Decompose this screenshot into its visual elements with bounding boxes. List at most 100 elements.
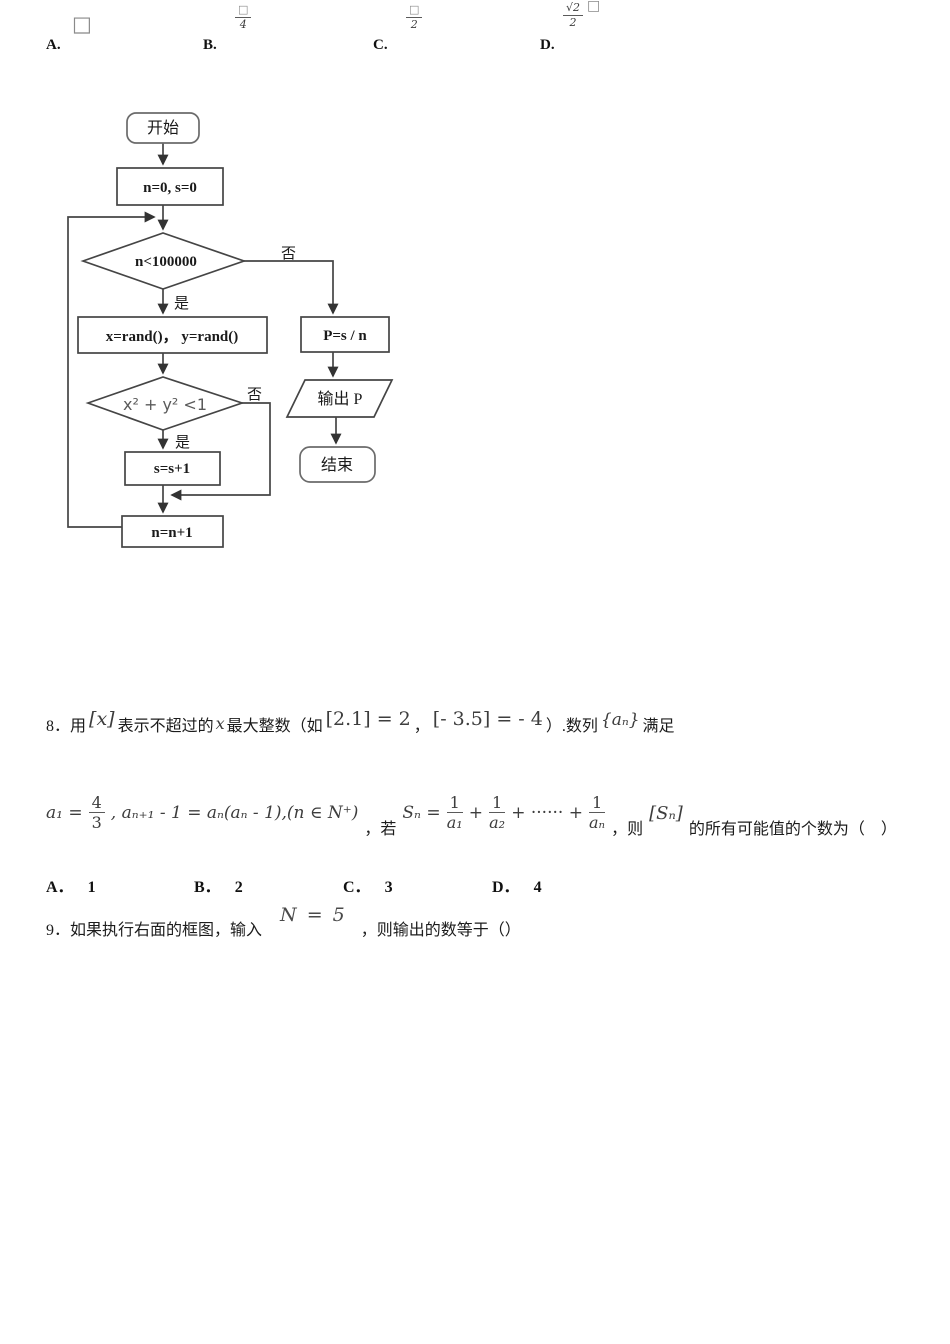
fraction-pi-over-2: □ 2 [406, 3, 423, 32]
numerator: 1 [446, 793, 463, 814]
missing-glyph-pi: □ [235, 3, 252, 19]
question-9-stem: 9．如果执行右面的框图，输入 N = 5 ，则输出的数等于（） [46, 904, 521, 940]
output-label: 输出 P [318, 390, 363, 408]
math-plus-dots: + ······ + [511, 803, 583, 823]
option-d: D． 4 [492, 873, 542, 897]
text-question: 的所有可能值的个数为（ ） [688, 821, 897, 838]
math-plus: + [468, 803, 484, 823]
decision1-node [80, 232, 247, 290]
options-row-pi: A. □ B. □ 4 C. □ 2 D. √2 2 □ [0, 0, 950, 56]
p-calc-label: P=s / n [323, 328, 367, 344]
missing-glyph-pi: □ [587, 0, 601, 14]
math-floor-sn: [Sₙ] [649, 802, 683, 824]
end-label: 结束 [321, 456, 353, 474]
option-a-label: A． [46, 879, 74, 896]
option-c-label: C． [343, 879, 371, 896]
text-if: ，若 [364, 821, 397, 838]
fraction-pi-over-4: □ 4 [235, 3, 252, 32]
option-a-value: 1 [87, 879, 96, 896]
option-a: A. □ [46, 0, 186, 54]
numerator: 1 [489, 793, 506, 814]
fraction-sqrt2-over-2: √2 2 □ [563, 0, 601, 30]
no-label-1: 否 [281, 246, 296, 262]
option-d-value: 4 [533, 879, 542, 896]
start-node [126, 112, 200, 144]
option-c: C. □ 2 [373, 0, 513, 54]
denominator: aₙ [589, 813, 606, 833]
math-floor-example-1: [2.1] = 2 [325, 708, 411, 730]
denominator: 2 [569, 16, 577, 30]
text-run: ， [413, 718, 430, 735]
yes-label-1: 是 [174, 296, 189, 312]
option-b-label: B． [194, 879, 221, 896]
text-run: 最大整数（如 [226, 718, 323, 735]
edge-loop-back [67, 211, 156, 528]
p-calc-node [300, 316, 390, 353]
option-a: A． 1 [46, 873, 96, 897]
text-run: 满足 [642, 718, 675, 735]
missing-glyph-pi: □ [406, 3, 423, 19]
question-8-number: 8． [46, 718, 71, 735]
question-8-options: A． 1 B． 2 C． 3 D． 4 [0, 873, 950, 897]
option-c: C． 3 [343, 873, 393, 897]
math-floor-x: [x] [89, 708, 115, 730]
start-label: 开始 [147, 119, 179, 137]
denominator: a₁ [446, 813, 463, 833]
math-sequence-an: {aₙ} [600, 710, 640, 730]
init-label: n=0, s=0 [143, 180, 197, 196]
option-b: B. □ 4 [203, 0, 343, 54]
text-run: ，则输出的数等于（） [360, 922, 521, 939]
text-run: ）.数列 [545, 718, 598, 735]
s-step-label: s=s+1 [154, 461, 190, 477]
rand-label: x=rand()， y=rand() [106, 329, 239, 345]
denominator: 2 [410, 18, 418, 32]
text-run: 如果执行右面的框图，输入 [70, 922, 263, 939]
denominator: a₂ [489, 813, 506, 833]
math-n-equals-5: N = 5 [280, 904, 347, 926]
n-step-label: n=n+1 [151, 525, 192, 541]
denominator: 4 [239, 18, 247, 32]
math-recurrence: , aₙ₊₁ - 1 = aₙ(aₙ - 1),(n ∈ N⁺) [110, 803, 359, 823]
init-node [116, 167, 224, 206]
question-9-number: 9． [46, 922, 71, 939]
numerator: 4 [88, 793, 105, 814]
math-sn-equals: Sₙ = [402, 803, 441, 823]
rand-node [77, 316, 268, 354]
option-a-label: A. [46, 37, 61, 53]
numerator: 1 [588, 793, 606, 814]
s-step-node [124, 451, 221, 486]
edge-cond2-no [170, 402, 271, 501]
option-c-label: C. [373, 37, 388, 53]
numerator-sqrt2: √2 [563, 1, 584, 17]
decision2-node [85, 376, 245, 431]
option-d: D. √2 2 □ [540, 0, 700, 54]
option-b-value: 2 [234, 879, 243, 896]
yes-label-2: 是 [175, 435, 190, 451]
edge-cond1-no [244, 260, 339, 315]
fraction: √2 2 [563, 1, 584, 30]
text-run: 表示不超过的 [117, 718, 214, 735]
math-var-x: x [215, 714, 225, 733]
option-d-label: D. [540, 37, 555, 53]
missing-glyph-pi: □ [72, 12, 92, 36]
option-d-label: D． [492, 879, 520, 896]
decision2-label: x² + y² <1 [123, 395, 207, 414]
n-step-node [121, 515, 224, 548]
option-b: B． 2 [194, 873, 243, 897]
no-label-2: 否 [247, 387, 262, 403]
option-b-label: B. [203, 37, 217, 53]
decision1-label: n<100000 [135, 254, 197, 270]
denominator: 3 [91, 813, 102, 833]
text-run: 用 [70, 718, 87, 735]
end-node [299, 446, 376, 483]
math-a1-equals: a₁ = [46, 803, 83, 823]
option-c-value: 3 [384, 879, 393, 896]
math-floor-example-2: [- 3.5] = - 4 [432, 708, 543, 730]
